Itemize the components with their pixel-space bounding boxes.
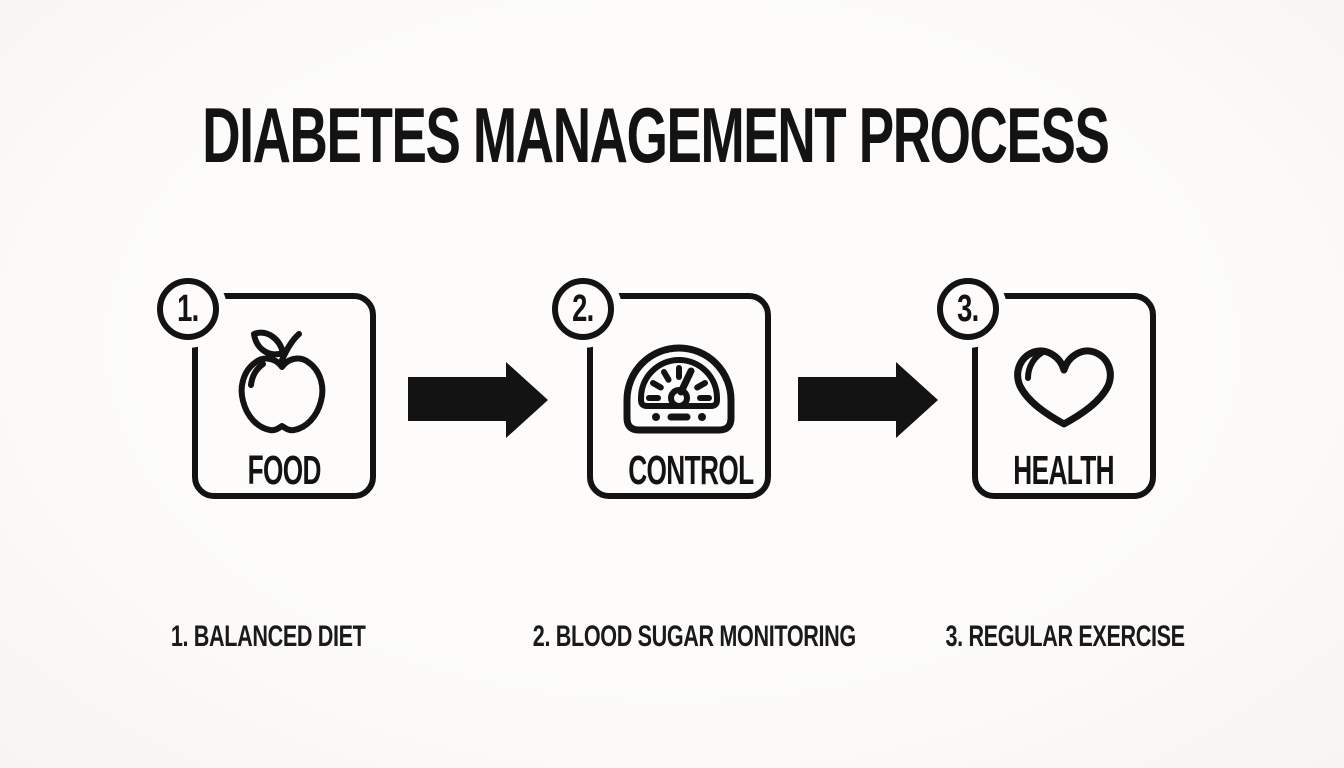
step-number-badge: 1.: [157, 278, 219, 340]
apple-icon: [236, 327, 332, 435]
box-label: CONTROL: [628, 447, 754, 493]
step-number-badge: 3.: [937, 278, 999, 340]
step-box-health: 3. HEALTH: [937, 278, 1156, 499]
arrow-right-icon: [408, 362, 548, 438]
step-number-badge: 2.: [552, 278, 614, 340]
step-box-control: 2. CONTROL: [552, 278, 771, 499]
gauge-icon: [623, 344, 735, 434]
caption-blood-sugar-monitoring: 2. BLOOD SUGAR MONITORING: [532, 620, 856, 653]
caption-regular-exercise: 3. REGULAR EXERCISE: [945, 620, 1185, 653]
heart-icon: [1012, 342, 1116, 432]
caption-balanced-diet: 1. BALANCED DIET: [170, 620, 366, 653]
page-title: DIABETES MANAGEMENT PROCESS: [201, 91, 1110, 179]
step-box-food: 1. FOOD: [157, 278, 376, 499]
arrow-right-icon: [798, 362, 938, 438]
box-label: FOOD: [247, 447, 321, 493]
box-label: HEALTH: [1013, 447, 1115, 493]
